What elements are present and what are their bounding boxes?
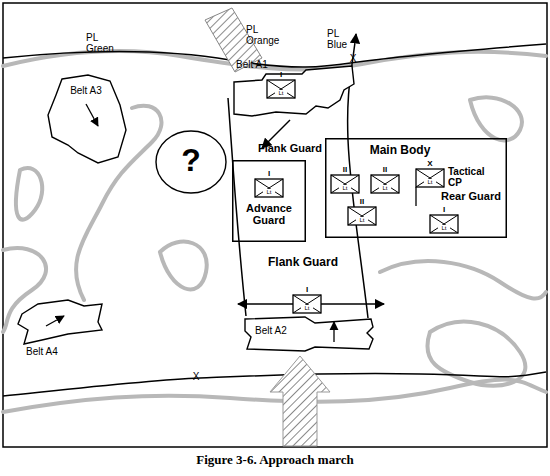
unit-cross	[255, 179, 283, 197]
unit-symbol: I Lt	[254, 170, 284, 198]
unit-type-text: Lt	[275, 90, 287, 97]
unit-frame	[331, 175, 359, 193]
unit-type-text: Lt	[379, 185, 391, 192]
unit-cross	[416, 169, 444, 187]
node-label: Advance Guard	[236, 202, 302, 227]
unit-cross	[430, 215, 458, 233]
node-label: Belt A2	[255, 325, 305, 336]
unit-frame	[348, 207, 376, 225]
unit-frame	[255, 179, 283, 197]
unit-cross	[348, 207, 376, 225]
unit-role-label: Flank Guard	[250, 142, 330, 154]
unit-frame	[293, 295, 321, 313]
cp-staff	[415, 187, 416, 206]
group-outline	[326, 139, 507, 238]
group-outline	[233, 161, 306, 242]
unit-frame	[371, 175, 399, 193]
unit-cross	[430, 215, 458, 233]
main-body-box: Main BodyIILtIILtXLtIILtILt	[325, 138, 507, 238]
unit-cross	[267, 80, 295, 98]
unit-type-text: Lt	[339, 185, 351, 192]
obstacle-belt: Belt A1I Lt	[232, 58, 356, 122]
unit-symbol: II Lt	[330, 166, 360, 194]
unit-symbol: I Lt	[292, 286, 322, 314]
belt-outline	[18, 300, 102, 344]
echelon-mark: II	[370, 165, 400, 174]
unit-cross	[348, 207, 376, 225]
echelon-mark: I	[429, 205, 459, 214]
echelon-mark: I	[292, 285, 322, 294]
unit-cross	[267, 80, 295, 98]
command-post-symbol: X Lt	[415, 160, 445, 188]
phase-line-label: PL Blue	[327, 28, 357, 50]
unit-role-label: Tactical CP	[448, 166, 496, 188]
unit-cross	[331, 175, 359, 193]
unknown-enemy-area: ?	[155, 130, 227, 194]
node-label: ?	[155, 142, 227, 178]
belt-outline	[245, 317, 373, 351]
unit-frame	[430, 215, 458, 233]
unit-cross	[371, 175, 399, 193]
unit-frame	[267, 80, 295, 98]
boundary-lines	[3, 44, 546, 396]
obstacle-belt: Belt A4	[18, 300, 104, 360]
unit-role-label: Rear Guard	[441, 190, 505, 202]
belt-arrow	[46, 316, 64, 326]
echelon-mark: II	[347, 197, 377, 206]
enemy-approach-arrow	[270, 356, 330, 446]
unit-frame	[416, 169, 444, 187]
unit-type-text: Lt	[438, 225, 450, 232]
echelon-mark: II	[330, 165, 360, 174]
unit-cross	[255, 179, 283, 197]
unit-type-text: Lt	[356, 217, 368, 224]
unit-symbol: II Lt	[370, 166, 400, 194]
phase-line-label: PL Green	[86, 32, 120, 54]
belt-outline	[48, 75, 126, 163]
echelon-mark: I	[254, 169, 284, 178]
enemy-ellipse	[156, 131, 226, 193]
belt-arrow	[86, 104, 98, 126]
echelon-mark: X	[415, 159, 445, 168]
unit-symbol: I Lt	[429, 206, 459, 234]
unit-cross	[371, 175, 399, 193]
unit-symbol: II Lt	[347, 198, 377, 226]
boundary-mark: X	[347, 53, 359, 64]
unit-type-text: Lt	[424, 179, 436, 186]
phase-line-label: PL Orange	[246, 24, 286, 46]
unit-cross	[293, 295, 321, 313]
advance-guard-box: Advance Guard I Lt	[232, 160, 306, 242]
contour-lines	[3, 51, 546, 412]
obstacle-belt: Belt A2	[245, 315, 375, 353]
unit-type-text: Lt	[263, 189, 275, 196]
obstacle-belt: Belt A3	[48, 75, 126, 165]
node-label: Belt A1	[236, 59, 280, 70]
unit-role-label: Flank Guard	[258, 256, 348, 269]
unit-type-text: Lt	[301, 305, 313, 312]
belt-outline	[234, 66, 354, 116]
node-label: Belt A3	[60, 85, 112, 96]
echelon-mark: I	[266, 70, 296, 79]
unit-symbol: I Lt	[266, 71, 296, 99]
node-label: Belt A4	[26, 346, 76, 357]
frame	[3, 3, 547, 447]
unit-cross	[293, 295, 321, 313]
unit-cross	[416, 169, 444, 187]
boundary-mark: X	[190, 371, 202, 382]
node-label: Main Body	[355, 144, 445, 157]
unit-cross	[331, 175, 359, 193]
figure-caption: Figure 3-6. Approach march	[0, 452, 550, 468]
belt-arrow	[333, 322, 334, 342]
